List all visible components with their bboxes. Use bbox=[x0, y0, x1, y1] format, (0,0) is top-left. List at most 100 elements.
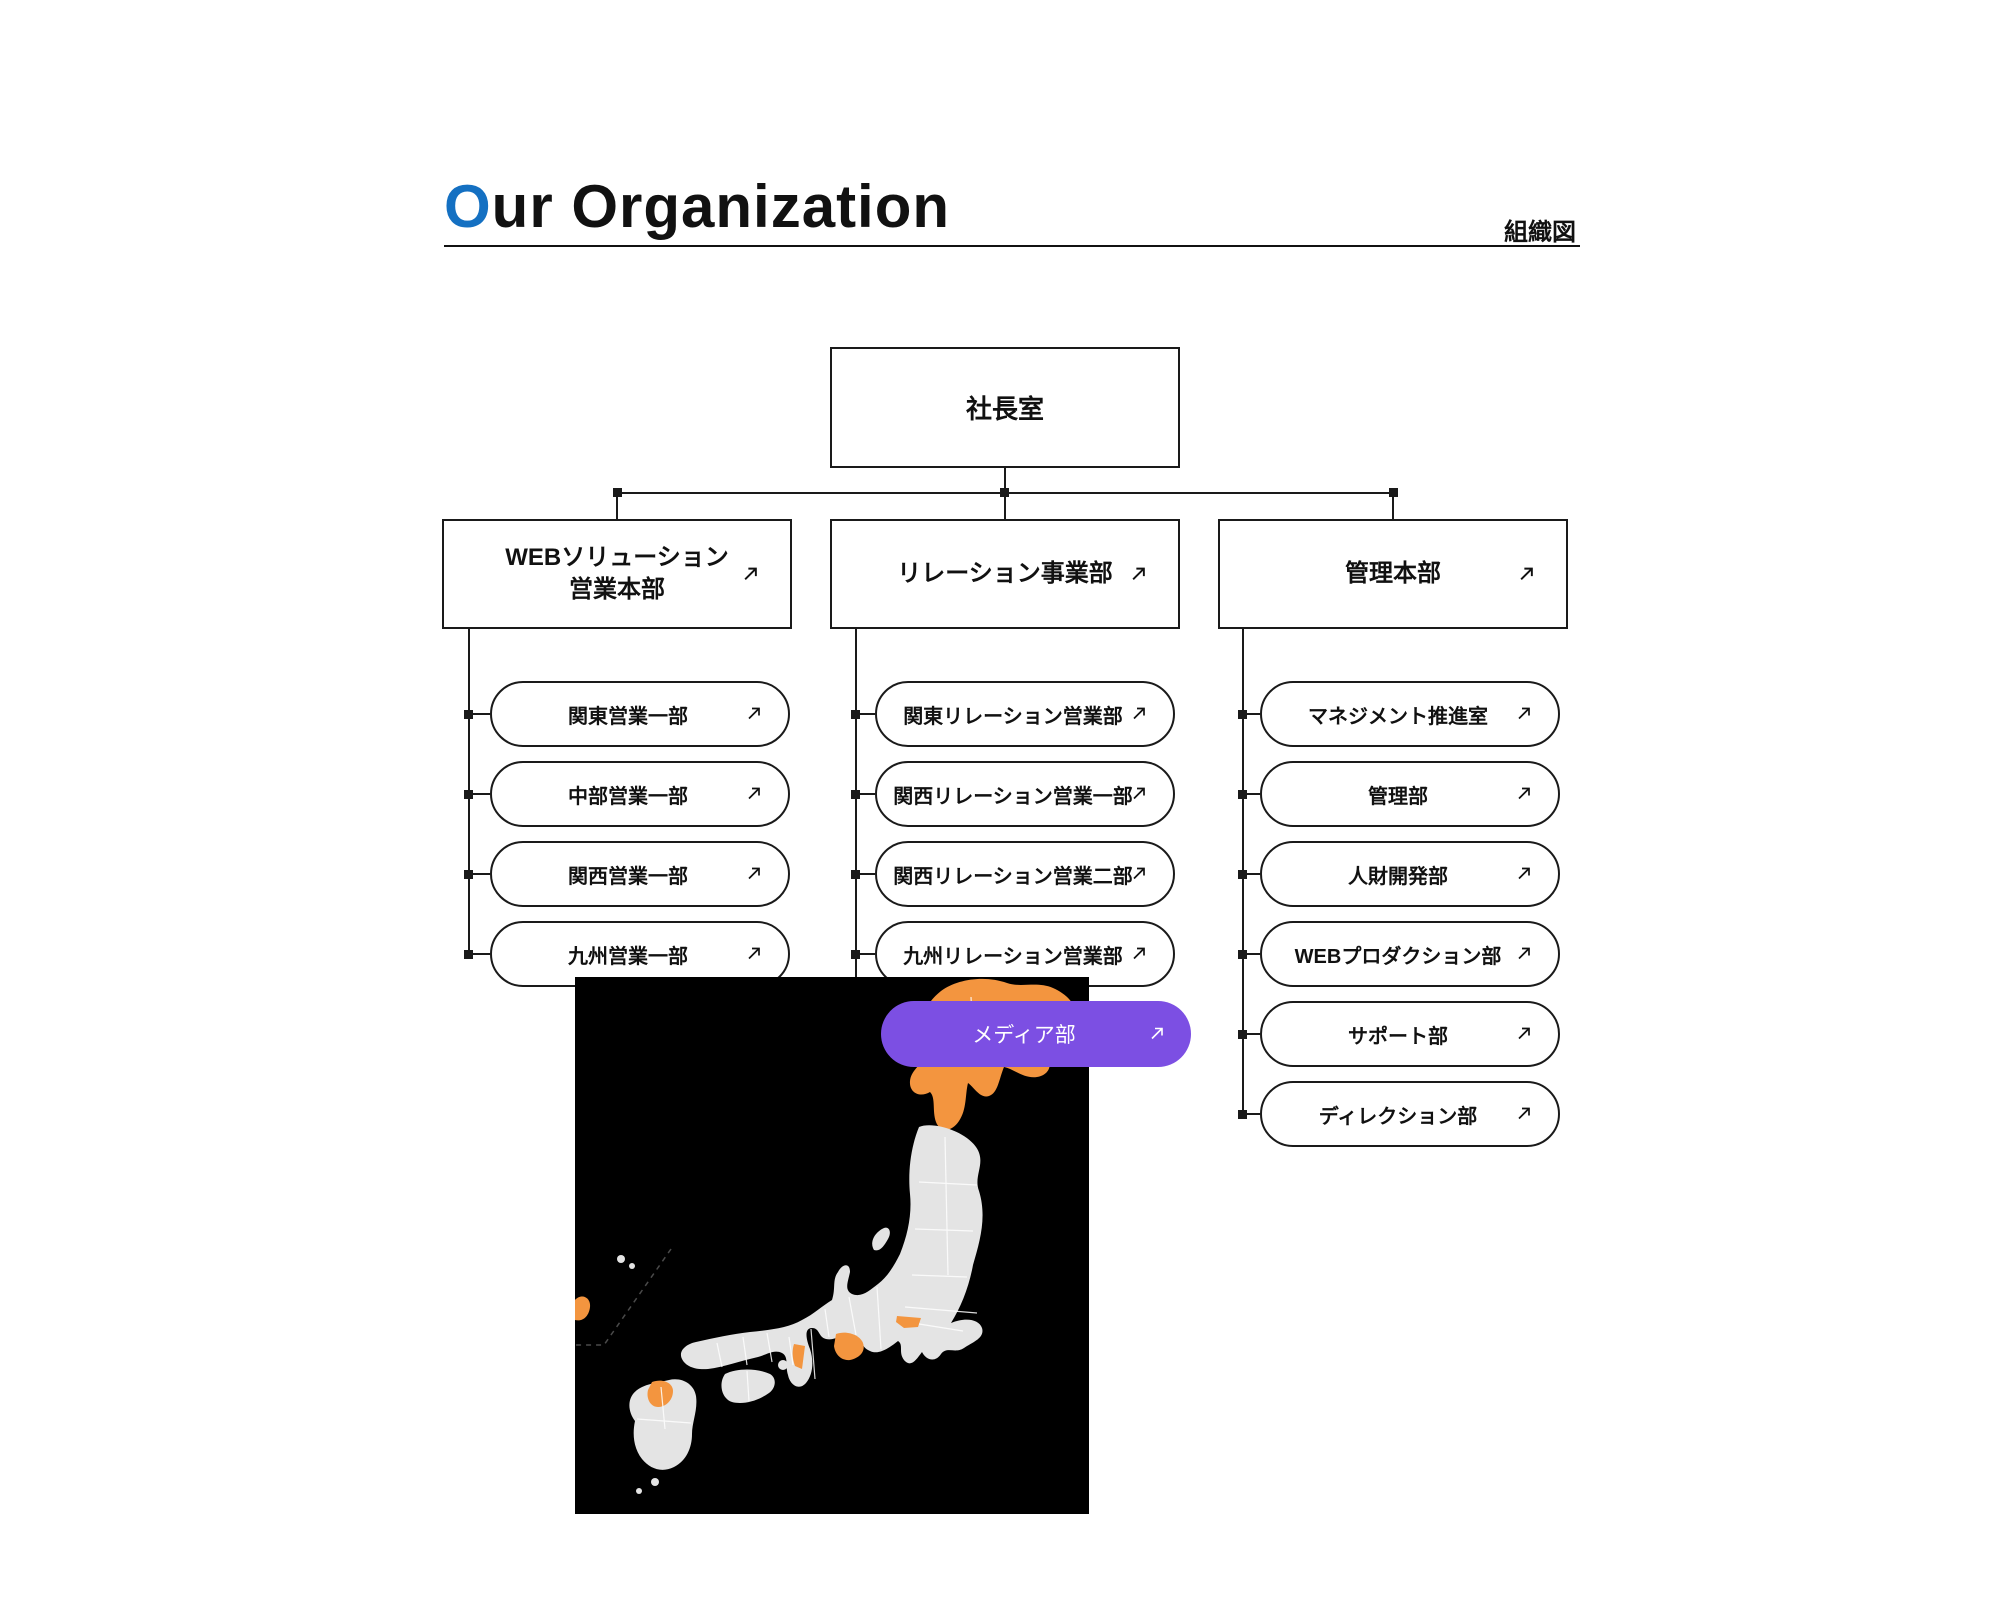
arrow-up-right-icon bbox=[1517, 787, 1532, 802]
dept-pill-label: 関西リレーション営業二部 bbox=[893, 865, 1133, 888]
arrow-up-right-icon bbox=[1519, 567, 1534, 582]
connector-stub bbox=[1243, 1033, 1260, 1035]
map-region-kyushu bbox=[629, 1379, 697, 1470]
arrow-up-right-icon bbox=[747, 787, 762, 802]
division-label: 管理本部 bbox=[1345, 559, 1441, 587]
connector-dot bbox=[851, 950, 860, 959]
japan-map bbox=[575, 977, 1089, 1514]
map-region-sado bbox=[872, 1227, 890, 1251]
arrow-up-right-icon bbox=[1517, 707, 1532, 722]
connector-dot bbox=[1238, 1030, 1247, 1039]
division-administration[interactable]: 管理本部 bbox=[1218, 519, 1568, 629]
dept-pill-kansai-relation-1[interactable]: 関西リレーション営業一部 bbox=[875, 761, 1175, 827]
map-region-osaka-highlight bbox=[792, 1344, 805, 1369]
connector-stub bbox=[1243, 1113, 1260, 1115]
connector-stub bbox=[856, 713, 875, 715]
connector-stub bbox=[469, 793, 490, 795]
dept-pill-media-highlighted[interactable]: メディア部 bbox=[881, 1001, 1191, 1067]
division-label: リレーション事業部 bbox=[897, 559, 1113, 587]
dept-pill-direction[interactable]: ディレクション部 bbox=[1260, 1081, 1560, 1147]
dept-pill-label: 関東営業一部 bbox=[568, 705, 688, 728]
dept-pill-kyushu-relation[interactable]: 九州リレーション営業部 bbox=[875, 921, 1175, 987]
dept-pill-kansai-sales[interactable]: 関西営業一部 bbox=[490, 841, 790, 907]
arrow-up-right-icon bbox=[743, 567, 758, 582]
arrow-up-right-icon bbox=[1517, 947, 1532, 962]
arrow-up-right-icon bbox=[1132, 947, 1147, 962]
dept-pill-label: サポート部 bbox=[1348, 1025, 1448, 1048]
connector-stub bbox=[1243, 713, 1260, 715]
dept-pill-admin[interactable]: 管理部 bbox=[1260, 761, 1560, 827]
connector-dot bbox=[851, 710, 860, 719]
dept-pill-support[interactable]: サポート部 bbox=[1260, 1001, 1560, 1067]
arrow-up-right-icon bbox=[1131, 567, 1146, 582]
dept-pill-kanto-relation[interactable]: 関東リレーション営業部 bbox=[875, 681, 1175, 747]
division-relation-business[interactable]: リレーション事業部 bbox=[830, 519, 1180, 629]
dept-pill-management-promotion[interactable]: マネジメント推進室 bbox=[1260, 681, 1560, 747]
map-islet bbox=[636, 1488, 642, 1494]
arrow-up-right-icon bbox=[1150, 1027, 1165, 1042]
map-region-tokyo-highlight bbox=[896, 1316, 921, 1328]
arrow-up-right-icon bbox=[1132, 867, 1147, 882]
connector-column2-vertical bbox=[855, 629, 857, 1034]
connector-dot bbox=[464, 790, 473, 799]
map-region-okinawa-highlight bbox=[575, 1296, 591, 1321]
dept-pill-chubu-sales[interactable]: 中部営業一部 bbox=[490, 761, 790, 827]
connector-root-vertical bbox=[1004, 468, 1006, 494]
dept-pill-kyushu-sales[interactable]: 九州営業一部 bbox=[490, 921, 790, 987]
connector-stub bbox=[616, 492, 618, 519]
arrow-up-right-icon bbox=[1517, 1107, 1532, 1122]
connector-dot bbox=[1238, 710, 1247, 719]
connector-stub bbox=[469, 953, 490, 955]
map-region-aichi-highlight bbox=[834, 1332, 864, 1361]
dept-pill-label: 九州リレーション営業部 bbox=[903, 945, 1123, 968]
map-islet bbox=[651, 1478, 659, 1486]
dept-pill-label: 関西営業一部 bbox=[568, 865, 688, 888]
connector-dot bbox=[851, 870, 860, 879]
dept-pill-web-production[interactable]: WEBプロダクション部 bbox=[1260, 921, 1560, 987]
dept-pill-label: 九州営業一部 bbox=[568, 945, 688, 968]
arrow-up-right-icon bbox=[747, 707, 762, 722]
connector-dot bbox=[851, 790, 860, 799]
arrow-up-right-icon bbox=[1517, 867, 1532, 882]
division-label: WEBソリューション bbox=[505, 543, 729, 571]
dept-pill-label: ディレクション部 bbox=[1318, 1105, 1478, 1128]
dept-pill-label: 中部営業一部 bbox=[568, 785, 688, 808]
connector-stub bbox=[1243, 873, 1260, 875]
connector-dot bbox=[464, 870, 473, 879]
dept-pill-hr-development[interactable]: 人財開発部 bbox=[1260, 841, 1560, 907]
connector-dot bbox=[1238, 790, 1247, 799]
connector-dot bbox=[1238, 950, 1247, 959]
connector-stub bbox=[1004, 492, 1006, 519]
connector-dot bbox=[464, 710, 473, 719]
org-root-president-office: 社長室 bbox=[830, 347, 1180, 468]
connector-stub bbox=[469, 873, 490, 875]
dept-pill-label: 人財開発部 bbox=[1348, 865, 1448, 888]
page-title: Our Organization bbox=[444, 173, 951, 240]
division-web-solution-sales[interactable]: WEBソリューション 営業本部 bbox=[442, 519, 792, 629]
connector-stub bbox=[856, 873, 875, 875]
map-region-fukuoka-highlight bbox=[647, 1380, 673, 1407]
org-root-label: 社長室 bbox=[965, 394, 1044, 424]
connector-stub bbox=[856, 793, 875, 795]
map-region-awaji bbox=[778, 1360, 788, 1370]
connector-stub bbox=[856, 953, 875, 955]
title-underline bbox=[444, 245, 1580, 247]
arrow-up-right-icon bbox=[1132, 707, 1147, 722]
connector-stub bbox=[1243, 793, 1260, 795]
dept-pill-kanto-sales[interactable]: 関東営業一部 bbox=[490, 681, 790, 747]
connector-dot bbox=[464, 950, 473, 959]
connector-stub bbox=[469, 713, 490, 715]
dept-pill-label: 管理部 bbox=[1368, 785, 1428, 808]
dept-pill-kansai-relation-2[interactable]: 関西リレーション営業二部 bbox=[875, 841, 1175, 907]
arrow-up-right-icon bbox=[747, 867, 762, 882]
dept-pill-label: 関西リレーション営業一部 bbox=[893, 785, 1133, 808]
map-islet bbox=[617, 1255, 625, 1263]
map-islet bbox=[629, 1263, 635, 1269]
dept-pill-label: マネジメント推進室 bbox=[1308, 705, 1488, 728]
page-subtitle-jp: 組織図 bbox=[1504, 219, 1576, 246]
japan-map-svg bbox=[575, 977, 1089, 1514]
dept-pill-label: WEBプロダクション部 bbox=[1294, 945, 1502, 968]
connector-stub bbox=[1392, 492, 1394, 519]
arrow-up-right-icon bbox=[747, 947, 762, 962]
